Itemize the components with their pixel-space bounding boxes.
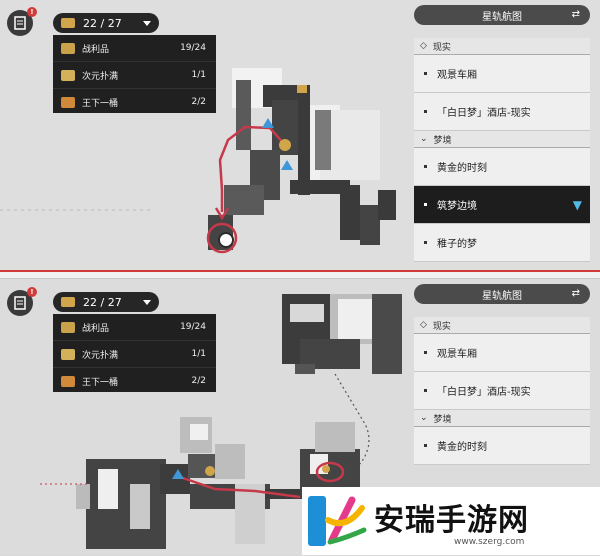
location-golden-hour[interactable]: 黄金的时刻 [414, 148, 590, 186]
location-childs-dream[interactable]: 稚子的梦 [414, 224, 590, 262]
collection-count: 22 / 27 [83, 295, 122, 309]
collection-row-barrel: 王下一桶 2/2 [53, 367, 216, 394]
loot-marker-icon [279, 139, 291, 151]
site-watermark: 安瑞手游网 www.szerg.com [302, 487, 600, 555]
group-reality: ◇ 现实 [414, 38, 590, 55]
notification-badge: ! [27, 287, 37, 297]
collection-value: 1/1 [191, 70, 206, 80]
chevron-down-icon [143, 299, 151, 305]
collection-row-loot: 战利品 19/24 [53, 35, 216, 61]
collection-counter[interactable]: 22 / 27 [53, 13, 159, 33]
document-icon [14, 16, 26, 30]
location-golden-hour[interactable]: 黄金的时刻 [414, 427, 590, 465]
document-icon [14, 296, 26, 310]
site-logo-icon [306, 490, 368, 552]
map-panel-title: 星轨航图 [482, 290, 522, 302]
collection-row-barrel: 王下一桶 2/2 [53, 88, 216, 115]
collection-value: 19/24 [180, 43, 206, 53]
collection-list: 战利品 19/24 次元扑满 1/1 王下一桶 2/2 [53, 35, 216, 113]
loot-marker-icon [322, 465, 330, 473]
site-name: 安瑞手游网 [374, 503, 529, 538]
chest-icon [61, 297, 75, 307]
teleport-anchor-icon [262, 118, 274, 128]
collection-row-dimension-bank: 次元扑满 1/1 [53, 340, 216, 367]
chest-icon [61, 18, 75, 28]
collection-label: 次元扑满 [82, 350, 119, 361]
teleport-anchor-icon [281, 160, 293, 170]
location-hotel-reality[interactable]: 「白日梦」酒店-现实 [414, 372, 590, 410]
barrel-icon [61, 375, 75, 387]
chest-marker-icon [297, 85, 307, 93]
teleport-anchor-icon [172, 469, 184, 479]
location-dreams-edge[interactable]: 筑梦边境 ▼ [414, 186, 590, 224]
group-dream: ⌄ 梦境 [414, 410, 590, 427]
chest-icon [61, 321, 75, 333]
switch-arrows-icon: ⇄ [571, 288, 580, 299]
collection-label: 王下一桶 [82, 98, 119, 109]
collection-label: 王下一桶 [82, 377, 119, 388]
collection-row-loot: 战利品 19/24 [53, 314, 216, 340]
notification-badge: ! [27, 7, 37, 17]
map-panel-title: 星轨航图 [482, 11, 522, 23]
collection-label: 战利品 [82, 323, 110, 334]
switch-arrows-icon: ⇄ [571, 9, 580, 20]
chevron-down-icon: ⌄ [420, 413, 428, 423]
collection-count: 22 / 27 [83, 16, 122, 30]
diamond-icon: ◇ [420, 320, 427, 330]
location-observation-car[interactable]: 观景车厢 [414, 55, 590, 93]
star-rail-map-panel: 星轨航图 ⇄ ◇ 现实 观景车厢 「白日梦」酒店-现实 ⌄ 梦境 黄金的时刻 筑… [414, 5, 590, 262]
chest-icon [61, 42, 75, 54]
collection-value: 2/2 [191, 97, 206, 107]
location-observation-car[interactable]: 观景车厢 [414, 334, 590, 372]
collection-label: 次元扑满 [82, 71, 119, 82]
quest-log-button[interactable]: ! [7, 7, 37, 36]
map-panel-header[interactable]: 星轨航图 ⇄ [414, 284, 590, 304]
piggy-bank-icon [61, 69, 75, 81]
chevron-down-icon [143, 20, 151, 26]
map-screenshot-top: ! 22 / 27 战利品 19/24 次元扑满 1/1 王下一桶 2/2 星轨… [0, 0, 600, 270]
collection-value: 1/1 [191, 349, 206, 359]
star-rail-map-panel: 星轨航图 ⇄ ◇ 现实 观景车厢 「白日梦」酒店-现实 ⌄ 梦境 黄金的时刻 [414, 284, 590, 465]
collection-value: 19/24 [180, 322, 206, 332]
map-panel-header[interactable]: 星轨航图 ⇄ [414, 5, 590, 25]
collection-label: 战利品 [82, 44, 110, 55]
piggy-bank-icon [61, 348, 75, 360]
collection-list: 战利品 19/24 次元扑满 1/1 王下一桶 2/2 [53, 314, 216, 392]
location-hotel-reality[interactable]: 「白日梦」酒店-现实 [414, 93, 590, 131]
collection-row-dimension-bank: 次元扑满 1/1 [53, 61, 216, 88]
collection-value: 2/2 [191, 376, 206, 386]
chevron-down-icon: ⌄ [420, 134, 428, 144]
group-reality: ◇ 现实 [414, 317, 590, 334]
quest-log-button[interactable]: ! [7, 287, 37, 316]
loot-marker-icon [205, 466, 215, 476]
group-dream: ⌄ 梦境 [414, 131, 590, 148]
current-location-icon: ▼ [572, 197, 582, 212]
barrel-icon [61, 96, 75, 108]
collection-counter[interactable]: 22 / 27 [53, 292, 159, 312]
site-url: www.szerg.com [454, 537, 525, 547]
diamond-icon: ◇ [420, 41, 427, 51]
screenshot-divider [0, 270, 600, 279]
